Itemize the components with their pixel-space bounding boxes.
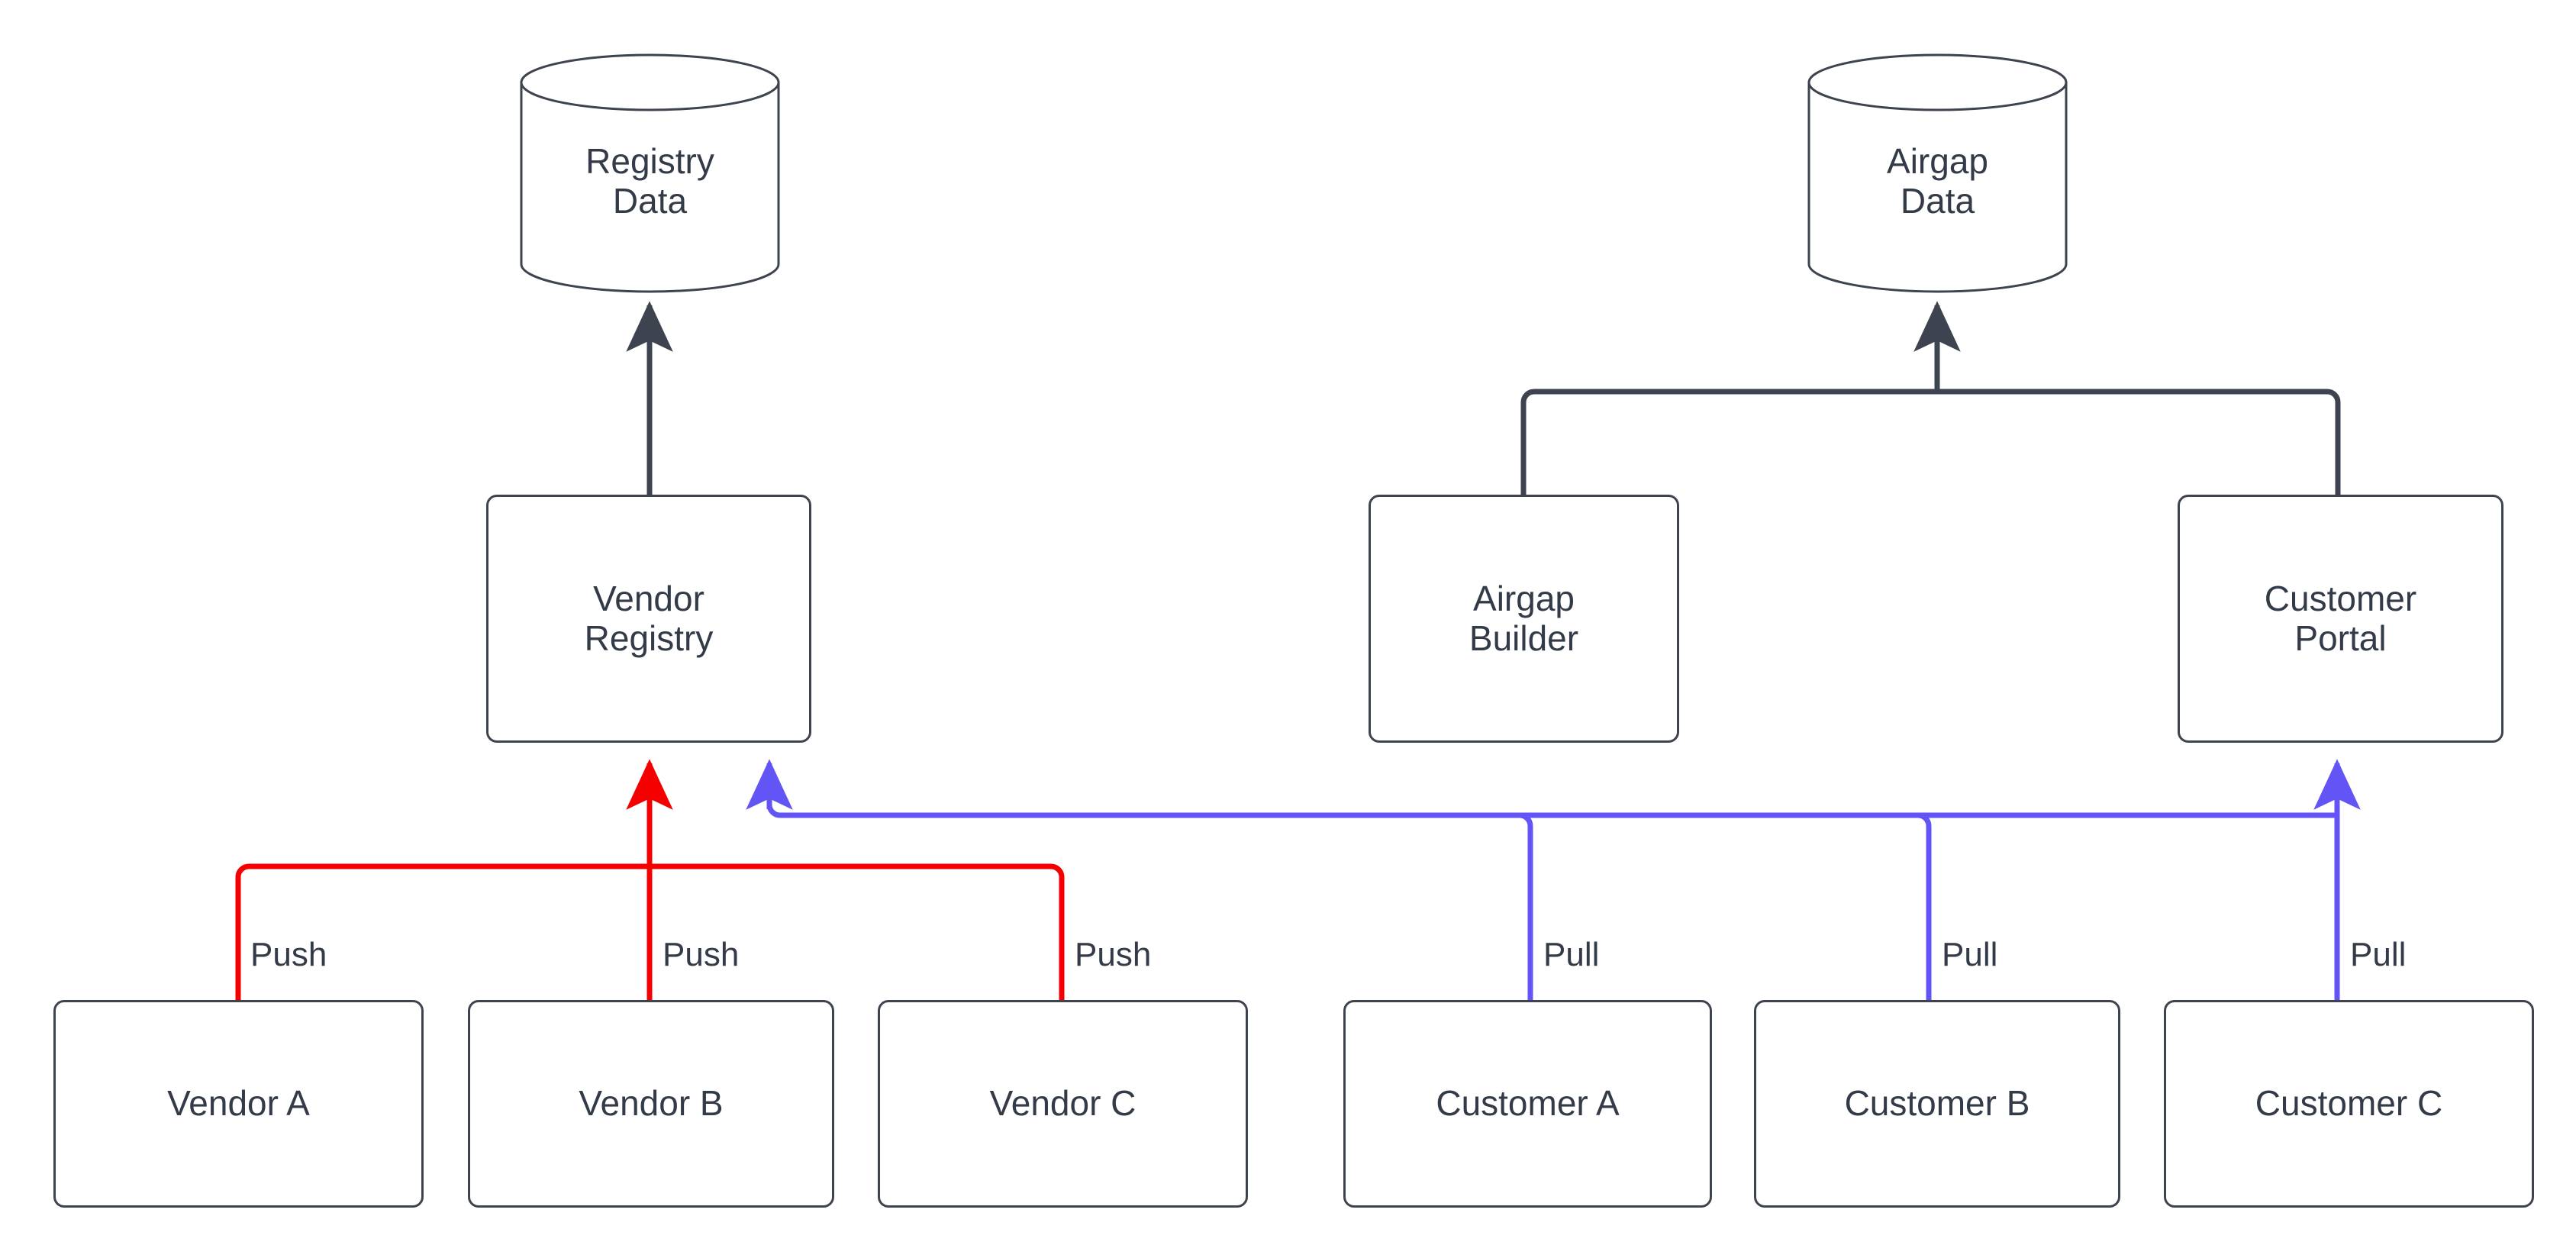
vendor-registry-line1: Vendor xyxy=(593,578,704,618)
vendor-registry-line2: Registry xyxy=(584,618,714,658)
airgap-data-cylinder xyxy=(1807,53,2068,293)
node-vendor-registry[interactable]: Vendor Registry xyxy=(486,495,811,743)
node-customer-b[interactable]: Customer B xyxy=(1754,1000,2120,1208)
customer-a-label: Customer A xyxy=(1436,1083,1620,1124)
push-bus xyxy=(235,863,1065,1000)
customer-portal-line1: Customer xyxy=(2264,578,2417,618)
airgap-builder-line2: Builder xyxy=(1469,618,1579,658)
vendor-c-label: Vendor C xyxy=(989,1083,1136,1124)
edge-airgap-bracket xyxy=(1520,389,2341,495)
pull-bus xyxy=(766,763,2340,1000)
node-customer-c[interactable]: Customer C xyxy=(2164,1000,2534,1208)
node-vendor-c[interactable]: Vendor C xyxy=(878,1000,1248,1208)
customer-c-label: Customer C xyxy=(2255,1083,2443,1124)
customer-portal-line2: Portal xyxy=(2294,618,2387,658)
registry-data-cylinder xyxy=(520,53,780,293)
node-vendor-b[interactable]: Vendor B xyxy=(468,1000,834,1208)
node-airgap-builder[interactable]: Airgap Builder xyxy=(1369,495,1679,743)
node-customer-a[interactable]: Customer A xyxy=(1343,1000,1712,1208)
node-vendor-a[interactable]: Vendor A xyxy=(53,1000,424,1208)
airgap-builder-line1: Airgap xyxy=(1473,578,1575,618)
vendor-a-label: Vendor A xyxy=(167,1083,310,1124)
vendor-b-label: Vendor B xyxy=(579,1083,724,1124)
node-customer-portal[interactable]: Customer Portal xyxy=(2178,495,2503,743)
customer-b-label: Customer B xyxy=(1844,1083,2030,1124)
